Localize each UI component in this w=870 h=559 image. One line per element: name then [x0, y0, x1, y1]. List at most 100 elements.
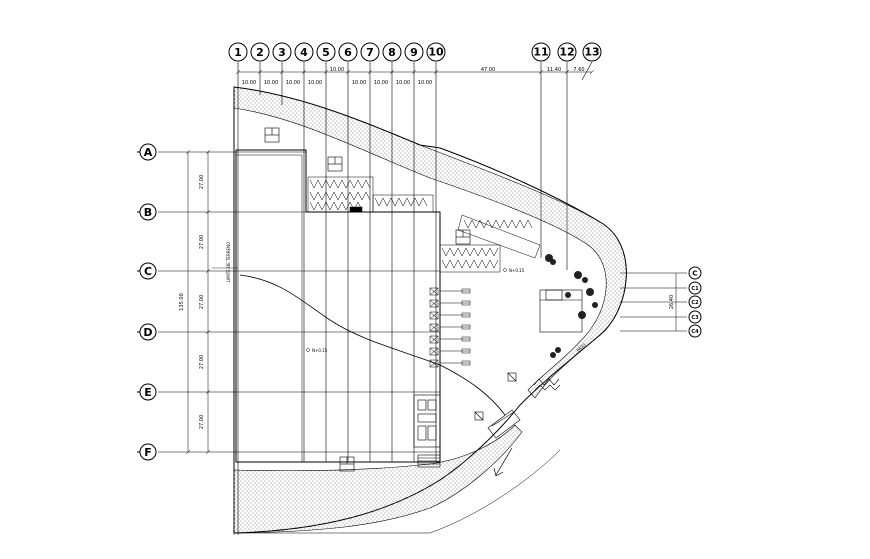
dim-label: 11.40 [547, 67, 561, 73]
grid-bubble-E: E [137, 383, 157, 401]
svg-text:8: 8 [388, 46, 396, 59]
right-bubbles: C C1 C2 C3 C4 [688, 266, 702, 338]
svg-text:C1: C1 [691, 286, 699, 292]
site-boundary [233, 86, 627, 534]
svg-text:2: 2 [256, 46, 264, 59]
grid-bubble-13: 13 [582, 42, 602, 62]
svg-text:7: 7 [366, 46, 374, 59]
row-bubbles: A B C D E F [137, 143, 157, 461]
svg-text:12: 12 [559, 46, 574, 59]
top-dimension-chain: 10.00 10.00 10.00 10.00 10.00 10.00 10.0… [235, 67, 595, 86]
road-label: PASO [575, 342, 586, 353]
horizontal-grid-lines [158, 151, 440, 453]
dim-label: 10.00 [374, 80, 388, 86]
grid-bubble-1: 1 [228, 42, 248, 62]
svg-text:4: 4 [300, 46, 308, 59]
level-annotations: N+0.15 N+0.15 PASO [306, 268, 587, 353]
grid-bubble-C: C [137, 262, 157, 280]
grid-bubble-7: 7 [360, 42, 380, 62]
grid-bubble-11: 11 [531, 42, 551, 62]
svg-text:5: 5 [322, 46, 330, 59]
parking-stall [429, 323, 471, 332]
svg-text:LIMITE DE TERRENO: LIMITE DE TERRENO [226, 242, 231, 282]
grid-bubble-C3: C3 [688, 310, 702, 324]
dim-label: 10.00 [308, 80, 322, 86]
room-symbols [264, 127, 471, 472]
right-structures [539, 289, 583, 333]
svg-text:C: C [692, 270, 697, 278]
grid-bubble-C1: C1 [688, 281, 702, 295]
dim-label: 10.00 [418, 80, 432, 86]
grid-bubble-C2: C2 [688, 295, 702, 309]
svg-text:B: B [144, 206, 152, 219]
svg-text:13: 13 [584, 46, 599, 59]
dim-label: 27.00 [199, 235, 205, 249]
service-block [413, 394, 441, 468]
dim-total-label: 135.00 [179, 293, 185, 311]
svg-text:1: 1 [234, 46, 242, 59]
grid-bubble-9: 9 [404, 42, 424, 62]
dim-label: 27.00 [199, 415, 205, 429]
svg-text:C: C [144, 265, 152, 278]
svg-text:10: 10 [428, 46, 444, 59]
grid-bubble-8: 8 [382, 42, 402, 62]
parking-stall [429, 335, 471, 344]
svg-text:3: 3 [278, 46, 286, 59]
dim-label: 27.00 [199, 355, 205, 369]
svg-text:11: 11 [533, 46, 548, 59]
bottom-boundary-lines [233, 449, 561, 535]
grid-bubble-D: D [137, 323, 157, 341]
grid-bubble-2: 2 [250, 42, 270, 62]
svg-text:9: 9 [410, 46, 418, 59]
road-arrow [493, 447, 513, 477]
dim-label: 10.00 [286, 80, 300, 86]
parking-stall [429, 311, 471, 320]
dim-label: 7.60 [573, 67, 584, 73]
dim-label: 10.00 [242, 80, 256, 86]
level-label: N+0.15 [509, 268, 525, 273]
grid-bubble-4: 4 [294, 42, 314, 62]
grid-bubble-3: 3 [272, 42, 292, 62]
svg-text:D: D [143, 326, 152, 339]
planter-row [533, 378, 561, 391]
tree-cluster [545, 254, 598, 358]
right-grid-lines [620, 272, 687, 332]
grid-bubble-B: B [137, 203, 157, 221]
parking-stalls [429, 287, 471, 368]
grid-bubble-12: 12 [557, 42, 577, 62]
right-dimension: 26.40 [669, 273, 677, 331]
grid-bubble-10: 10 [426, 42, 446, 62]
grid-bubble-6: 6 [338, 42, 358, 62]
svg-text:F: F [144, 446, 152, 459]
svg-text:6: 6 [344, 46, 352, 59]
site-diagonal-line [239, 274, 506, 416]
dim-label: 10.00 [352, 80, 366, 86]
svg-text:26.40: 26.40 [669, 295, 675, 309]
dim-label: 10.00 [264, 80, 278, 86]
dim-label: 27.00 [199, 175, 205, 189]
grid-bubble-C-right: C [688, 266, 702, 280]
parking-stall [429, 299, 471, 308]
ramp-blocks [307, 176, 541, 273]
svg-text:C4: C4 [691, 329, 699, 335]
parking-stall [429, 359, 471, 368]
main-building [235, 149, 441, 463]
svg-text:A: A [144, 146, 153, 159]
dim-label: 27.00 [199, 295, 205, 309]
vertical-grid-lines [237, 61, 593, 535]
svg-text:C3: C3 [691, 315, 699, 321]
entry-gate [474, 372, 521, 439]
left-dimension-chain: 27.00 27.00 27.00 27.00 27.00 135.00 [179, 149, 211, 455]
svg-text:E: E [144, 386, 152, 399]
dim-label: 10.00 [330, 67, 344, 73]
grid-bubble-F: F [137, 443, 157, 461]
column-bubbles: 1 2 3 4 5 6 7 8 9 10 11 12 13 [228, 42, 602, 62]
grid-bubble-A: A [137, 143, 157, 161]
parking-stall [429, 287, 471, 296]
grid-bubble-5: 5 [316, 42, 336, 62]
parking-stall [429, 347, 471, 356]
dim-label: 10.00 [396, 80, 410, 86]
grid-bubble-C4: C4 [688, 324, 702, 338]
dim-label: 47.00 [481, 67, 495, 73]
